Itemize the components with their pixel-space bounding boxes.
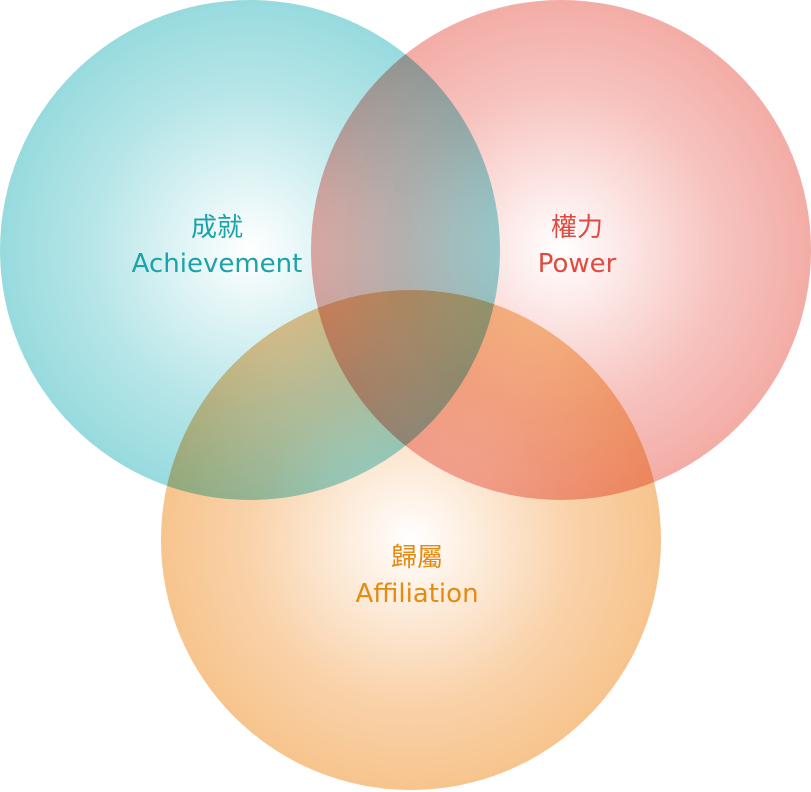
- label-achievement-en: Achievement: [131, 249, 303, 279]
- label-affiliation-en: Affiliation: [355, 579, 479, 609]
- label-achievement: 成就 Achievement: [97, 210, 337, 282]
- label-achievement-zh: 成就: [190, 213, 243, 243]
- label-power: 權力 Power: [457, 210, 697, 282]
- label-power-en: Power: [537, 249, 617, 279]
- label-affiliation-zh: 歸屬: [390, 543, 443, 573]
- label-affiliation: 歸屬 Affiliation: [297, 540, 537, 612]
- label-power-zh: 權力: [550, 213, 603, 243]
- circle-affiliation: [161, 290, 661, 790]
